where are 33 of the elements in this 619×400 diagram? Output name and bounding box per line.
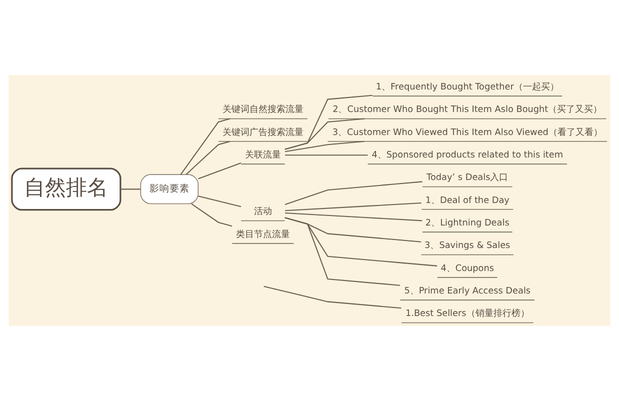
connector — [120, 188, 140, 190]
connector — [284, 94, 372, 150]
connector — [285, 202, 422, 211]
connector — [284, 118, 365, 150]
node-text: 关键词自然搜索流量 — [222, 104, 304, 115]
connector — [285, 212, 422, 221]
node-text: 3、Customer Who Viewed This Item Also Viewed（看了又看） — [332, 127, 602, 138]
node-text: 2、Customer Who Bought This Item Aslo Bought（买了又买） — [332, 104, 602, 115]
connector — [285, 154, 368, 156]
node-text: 2、Lightning Deals — [425, 218, 510, 228]
node-text: 1、Deal of the Day — [425, 195, 510, 206]
connector — [284, 140, 365, 152]
connector — [191, 202, 232, 226]
connector — [284, 180, 422, 205]
node-text: 5、Prime Early Access Deals — [404, 286, 531, 296]
node-box: 影响要素 — [140, 174, 199, 204]
connector — [264, 285, 402, 308]
connector — [284, 216, 400, 286]
node-text: 关联流量 — [244, 150, 281, 160]
node-box: 自然排名 — [11, 167, 122, 210]
connector — [198, 195, 242, 207]
connector — [198, 162, 242, 179]
node-text: 4、Sponsored products related to this item — [372, 150, 564, 160]
node-text: 1.Best Sellers（销量排行榜） — [405, 308, 530, 319]
node-text: 3、Savings & Sales — [424, 240, 510, 251]
connector — [180, 118, 230, 174]
node-text: 类目节点流量 — [236, 229, 290, 240]
node-text: 4、Coupons — [440, 263, 494, 274]
node-text: 1、Frequently Bought Together（一起买） — [376, 82, 559, 92]
node-text: 关键词广告搜索流量 — [222, 127, 304, 138]
node-text: 活动 — [254, 206, 272, 217]
connector — [186, 140, 230, 174]
node-text: Today’ s Deals入口 — [426, 172, 508, 183]
